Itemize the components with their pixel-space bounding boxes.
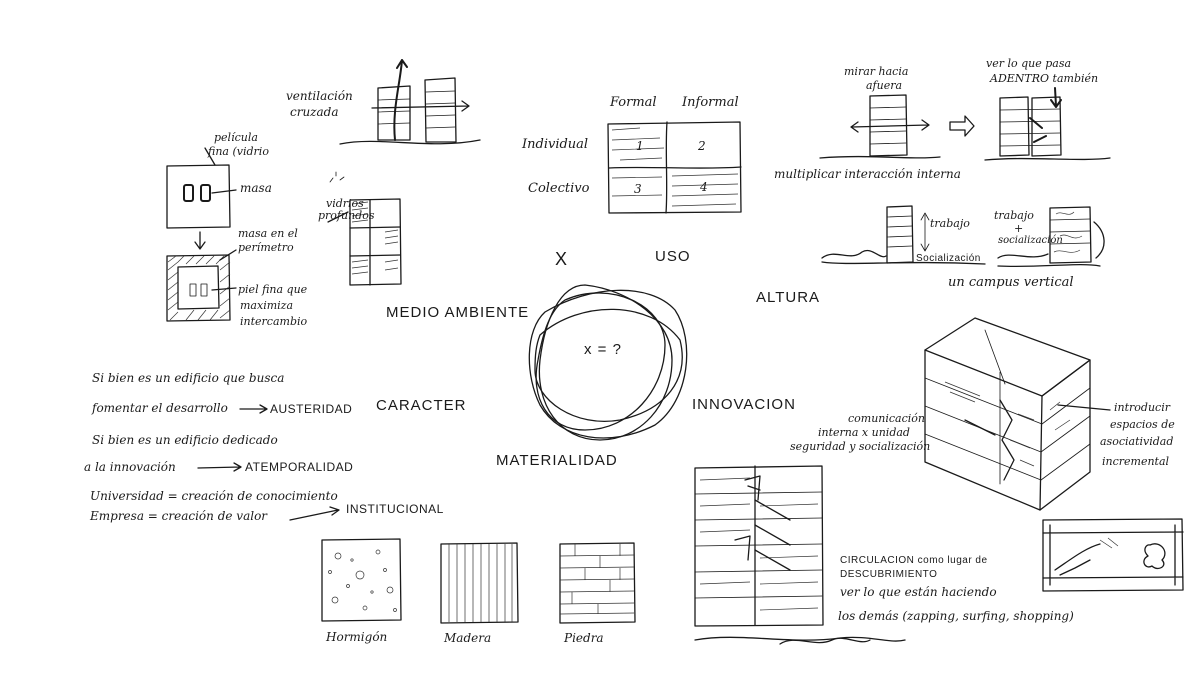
note-introducir-3: asociatividad — [1100, 435, 1174, 448]
concept-caracter: CARACTER — [376, 397, 467, 414]
matrix-cell-2: 2 — [698, 139, 706, 153]
x-symbol: X — [555, 249, 569, 269]
concept-innovacion: INNOVACION — [692, 396, 796, 413]
caracter-line-6: Empresa = creación de valor — [90, 509, 268, 523]
note-socializacion: Socialización — [916, 253, 981, 264]
matrix-col-informal: Informal — [682, 95, 739, 110]
section-sketch — [1042, 518, 1184, 592]
note-circulacion-4: los demás (zapping, surfing, shopping) — [838, 609, 1074, 623]
note-vidrios-1: vidrios — [326, 197, 364, 210]
note-trabajo: trabajo — [930, 217, 970, 230]
note-introducir-4: incremental — [1102, 455, 1170, 468]
caracter-austeridad: AUSTERIDAD — [270, 402, 353, 416]
caracter-atemporalidad: ATEMPORALIDAD — [245, 460, 354, 474]
note-pelicula-2: fina (vidrio — [208, 145, 269, 158]
ventilation-sketch — [339, 59, 481, 145]
note-comunicacion-1: comunicación — [848, 412, 926, 425]
matrix-cell-3: 3 — [634, 182, 642, 196]
matrix-row-colectivo: Colectivo — [528, 181, 590, 196]
note-mirar-2: afuera — [866, 79, 903, 92]
caracter-line-2: fomentar el desarrollo — [92, 401, 228, 415]
matrix-cell-4: 4 — [700, 180, 708, 194]
note-comunicacion-2: interna x unidad — [818, 426, 910, 439]
caracter-line-4: a la innovación — [84, 460, 176, 474]
note-multiplicar: multiplicar interacción interna — [774, 167, 961, 181]
note-piel-1: piel fina que — [238, 283, 308, 296]
caracter-line-1: Si bien es un edificio que busca — [92, 371, 285, 385]
caracter-institucional: INSTITUCIONAL — [346, 502, 444, 516]
deep-glass-sketch — [327, 171, 402, 286]
note-trabajo-soc-1: trabajo — [994, 209, 1034, 222]
note-ver-2: ADENTRO también — [990, 72, 1099, 85]
isometric-block-sketch — [924, 317, 1111, 511]
note-piel-3: intercambio — [240, 315, 308, 328]
matrix-row-individual: Individual — [522, 137, 589, 152]
concept-materialidad: MATERIALIDAD — [496, 452, 618, 469]
note-introducir-2: espacios de — [1110, 418, 1175, 431]
note-circulacion-3: ver lo que están haciendo — [840, 585, 997, 599]
matrix-cell-1: 1 — [636, 139, 644, 153]
note-circulacion-1: CIRCULACION como lugar de — [840, 555, 988, 566]
center-overlap-shapes — [528, 284, 688, 441]
material-swatches — [321, 538, 636, 624]
circulation-tower-sketch — [694, 465, 906, 645]
note-mirar-1: mirar hacia — [844, 65, 909, 78]
material-madera: Madera — [444, 631, 492, 645]
caracter-line-5: Universidad = creación de conocimiento — [90, 489, 338, 503]
note-pelicula-1: película — [214, 131, 258, 144]
center-formula: x = ? — [584, 341, 622, 358]
note-campus: un campus vertical — [948, 275, 1074, 290]
vertical-campus-sketches — [821, 205, 1105, 268]
material-hormigon: Hormigón — [326, 630, 388, 644]
note-trabajo-soc-3: socialización — [998, 235, 1063, 246]
concept-medio-ambiente: MEDIO AMBIENTE — [386, 304, 530, 321]
note-ver-1: ver lo que pasa — [986, 57, 1072, 70]
note-masa-perimetro-2: perímetro — [238, 241, 294, 254]
material-piedra: Piedra — [564, 631, 604, 645]
note-circulacion-2: DESCUBRIMIENTO — [840, 569, 938, 580]
note-piel-2: maximiza — [240, 299, 294, 312]
note-trabajo-soc-2: + — [1014, 222, 1024, 235]
note-ventilacion-1: ventilación — [286, 89, 353, 103]
skin-mass-diagram — [166, 147, 237, 322]
note-ventilacion-2: cruzada — [290, 105, 339, 119]
matrix-col-formal: Formal — [610, 95, 657, 110]
uso-label: USO — [655, 248, 691, 265]
caracter-arrows — [197, 404, 340, 521]
note-comunicacion-3: seguridad y socialización — [790, 440, 931, 453]
concept-altura: ALTURA — [756, 289, 821, 306]
note-masa: masa — [240, 181, 272, 195]
caracter-line-3: Si bien es un edificio dedicado — [92, 433, 278, 447]
note-vidrios-2: profundos — [318, 209, 375, 222]
interaction-sketches — [819, 87, 1111, 161]
note-masa-perimetro-1: masa en el — [238, 227, 298, 240]
note-introducir-1: introducir — [1114, 401, 1170, 414]
use-matrix — [607, 121, 742, 214]
